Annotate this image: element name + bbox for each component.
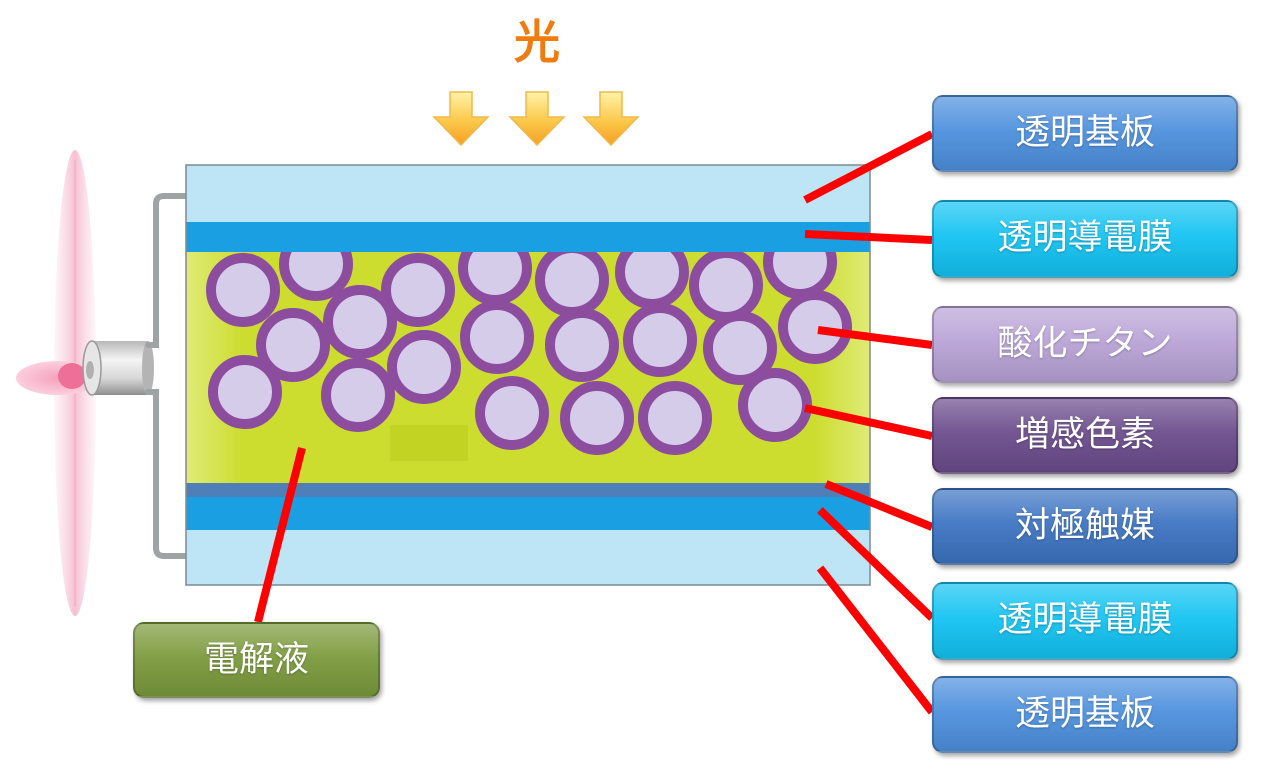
tio2-particle [206,253,280,327]
layer-transparent-conductive-film-top [186,222,870,252]
tio2-particle [638,381,712,455]
tio2-particle [738,368,812,442]
wire-top [145,193,189,348]
label-transparent-conductive-film-top: 透明導電膜 [932,200,1238,278]
light-arrows [432,91,640,147]
motor-shaft [86,361,94,379]
motor-back-cap [142,341,154,395]
light-label: 光 [514,15,560,69]
motor-icon [82,340,154,396]
tio2-particle [321,358,395,432]
leader-line-sensitizing-dye [804,404,933,440]
leader-line-conductive-film-bottom [817,507,935,621]
tio2-particle [703,311,777,385]
arrow-down-icon [432,91,490,147]
tio2-particle [475,376,549,450]
wire-bottom [145,389,189,559]
arrow-down-icon [582,91,640,147]
tio2-particle [545,308,619,382]
tio2-particle [623,303,697,377]
label-transparent-substrate-bottom: 透明基板 [932,676,1238,753]
leader-line-substrate-bottom [816,565,936,715]
label-transparent-conductive-film-bottom: 透明導電膜 [932,582,1238,660]
layer-transparent-substrate-top [186,165,870,222]
layer-transparent-substrate-bottom [186,530,870,585]
tio2-particle [279,252,353,301]
leader-line-conductive-film-top [804,230,933,244]
leader-line-counter-catalyst [824,480,934,531]
tio2-particle [256,308,330,382]
label-titanium-oxide: 酸化チタン [932,306,1238,383]
electrolyte-shading [390,425,468,461]
fan-hub [58,363,86,389]
label-electrolyte: 電解液 [133,622,380,698]
tio2-particle [323,285,397,359]
leader-line-electrolyte [254,447,306,623]
fan-icon [16,150,100,616]
tio2-particle [381,253,455,327]
tio2-particle [387,330,461,404]
tio2-particle [535,252,609,317]
layer-counter-electrode-catalyst [186,483,870,497]
tio2-particles [206,252,852,455]
leader-line-titanium-oxide [817,326,933,349]
label-counter-electrode-catalyst: 対極触媒 [932,488,1238,565]
tio2-particle [560,381,634,455]
tio2-particle [460,300,534,374]
tio2-particle [778,290,852,364]
arrow-down-icon [508,91,566,147]
tio2-particle [208,355,282,429]
label-sensitizing-dye: 増感色素 [932,397,1238,474]
label-transparent-substrate-top: 透明基板 [932,95,1238,172]
tio2-particle [689,252,763,322]
wires [145,193,189,559]
cell-outline [185,164,871,586]
tio2-particle [458,252,532,305]
layer-transparent-conductive-film-bottom [186,497,870,530]
solar-cell [185,164,871,586]
leader-line-substrate-top [803,130,934,204]
leader-lines [254,130,936,715]
